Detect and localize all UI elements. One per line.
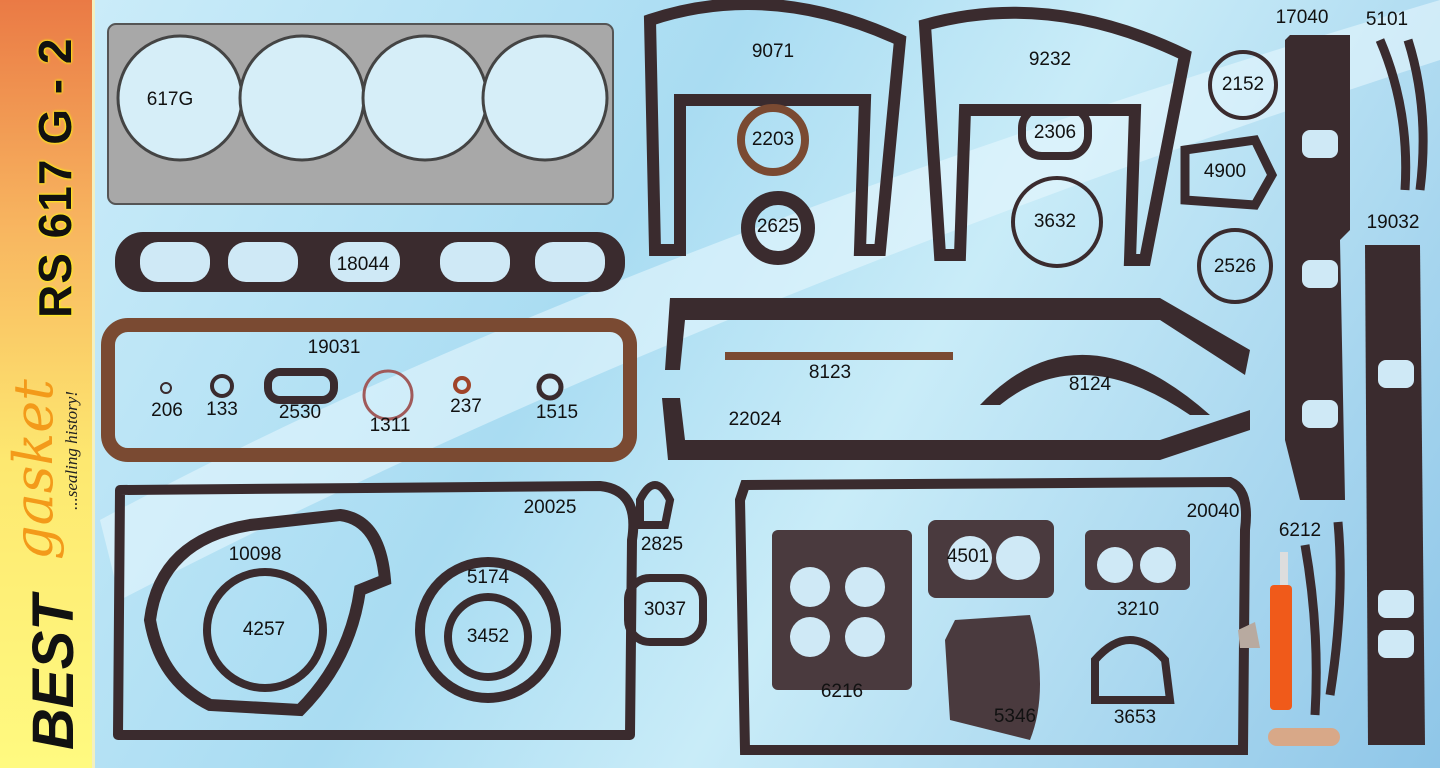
part-label: 3452 [466,626,510,647]
part-label: 9071 [751,41,795,62]
kit-code: RS 617 G - 2 [29,37,81,318]
part-label: 2625 [756,216,800,237]
part-label: 3037 [643,599,687,620]
brand-logo-best: BEST [21,595,86,750]
part-label: 8124 [1068,374,1112,395]
part-label: 18044 [336,254,390,275]
part-label: 6212 [1278,520,1322,541]
part-label: 22024 [728,409,782,430]
part-label: 17040 [1275,7,1329,28]
part-label: 5346 [993,706,1037,727]
part-label: 9232 [1028,49,1072,70]
part-label: 3632 [1033,211,1077,232]
part-label: 2152 [1221,74,1265,95]
part-label: 3653 [1113,707,1157,728]
part-label: 8123 [808,362,852,383]
part-label: 4257 [242,619,286,640]
part-label: 2825 [640,534,684,555]
part-label: 20040 [1186,501,1240,522]
brand-banner: RS 617 G - 2 BEST gasket ...sealing hist… [0,0,95,768]
brand-slogan: ...sealing history! [62,391,81,510]
part-label: 206 [151,400,183,421]
part-label: 5174 [466,567,510,588]
part-label: 19032 [1366,212,1420,233]
part-label: 2530 [278,402,322,423]
part-label: 133 [206,399,238,420]
part-label: 4900 [1203,161,1247,182]
part-label: 10098 [228,544,282,565]
part-label: 617G [146,89,194,110]
part-label: 1515 [535,402,579,423]
part-label: 1311 [369,415,411,436]
part-label: 2306 [1033,122,1077,143]
part-label: 237 [450,396,482,417]
part-label: 2203 [751,129,795,150]
part-label: 20025 [523,497,577,518]
part-label: 4501 [946,546,990,567]
part-label: 5101 [1365,9,1409,30]
part-label: 2526 [1213,256,1257,277]
part-label: 3210 [1116,599,1160,620]
part-label: 19031 [307,337,361,358]
part-label: 6216 [820,681,864,702]
brand-logo-gasket: gasket [2,379,65,560]
utility-knife-icon [1270,552,1292,710]
